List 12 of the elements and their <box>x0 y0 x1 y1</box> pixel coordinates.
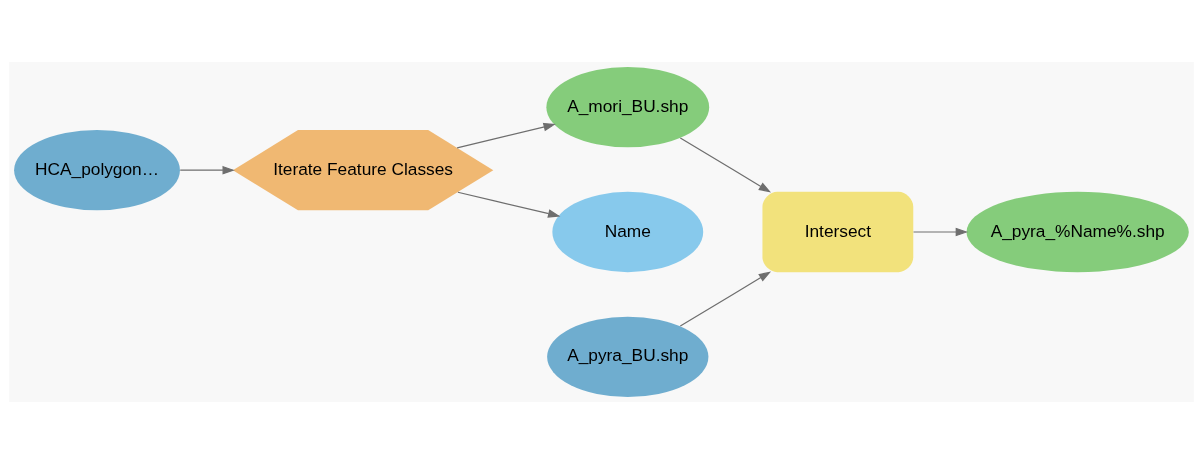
node-ellipse: A_pyra_BU.shp <box>547 316 709 398</box>
node-ellipse: A_mori_BU.shp <box>546 66 710 148</box>
node-box: Intersect <box>762 191 914 273</box>
node-ellipse: Name <box>552 191 704 273</box>
arrow <box>456 122 556 149</box>
arrow <box>457 191 561 218</box>
arrow <box>679 137 772 193</box>
arrow <box>179 165 235 175</box>
arrow <box>679 271 772 327</box>
node-ellipse: A_pyra_%Name%.shp <box>966 191 1189 273</box>
node-ellipse: HCA_polygon… <box>14 130 180 211</box>
arrow <box>912 227 969 237</box>
